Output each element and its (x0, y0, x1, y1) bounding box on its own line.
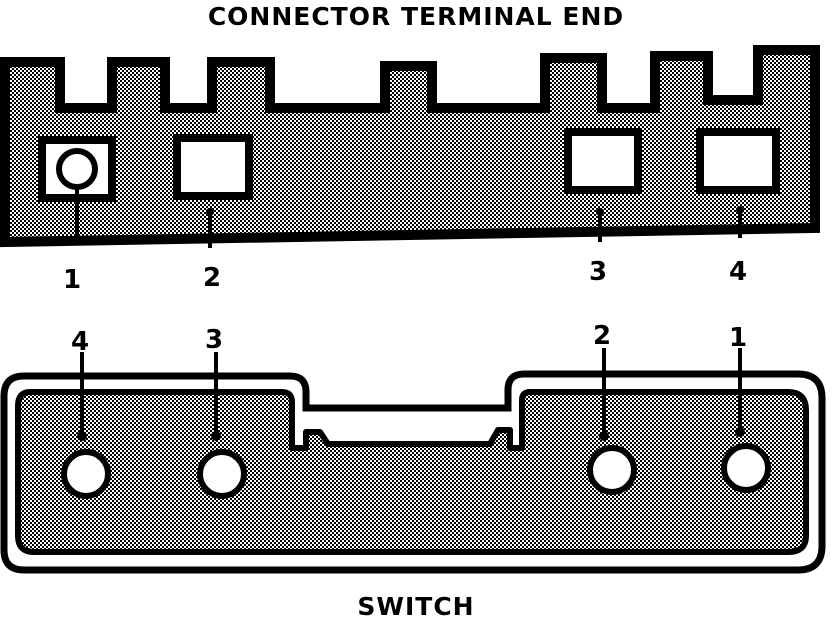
switch-terminal-2 (587, 348, 637, 495)
switch-label-3: 3 (205, 325, 223, 355)
leader-dot (77, 431, 87, 441)
leader-dot (599, 431, 609, 441)
connector-terminal-3 (564, 128, 642, 242)
leader-dot (596, 208, 604, 216)
switch-terminal-1 (721, 348, 771, 493)
switch-label-1: 1 (729, 323, 747, 353)
switch-label-2: 2 (593, 321, 611, 351)
terminal-cavity (696, 128, 780, 194)
switch-pin (721, 443, 771, 493)
switch-pin (197, 449, 247, 499)
connector-terminal-1 (38, 136, 116, 236)
connector-terminal-4 (696, 128, 780, 238)
switch-pin (61, 449, 111, 499)
leader-dot (206, 208, 214, 216)
switch-label-4: 4 (71, 327, 89, 357)
connector-label-3: 3 (589, 257, 607, 287)
terminal-cavity (564, 128, 642, 194)
switch-terminal-4 (61, 352, 111, 499)
round-pin (56, 148, 98, 190)
connector-terminal-2 (173, 134, 253, 248)
switch-pin (587, 445, 637, 495)
leader-dot (211, 431, 221, 441)
connector-title: CONNECTOR TERMINAL END (207, 2, 625, 31)
leader-dot (735, 427, 745, 437)
connector-body (0, 45, 820, 248)
connector-label-4: 4 (729, 257, 747, 287)
switch-terminal-3 (197, 352, 247, 499)
terminal-cavity (173, 134, 253, 200)
connector-label-2: 2 (203, 263, 221, 293)
leader-dot (736, 206, 744, 214)
connector-label-1: 1 (63, 265, 81, 295)
switch-title: SWITCH (357, 592, 475, 621)
